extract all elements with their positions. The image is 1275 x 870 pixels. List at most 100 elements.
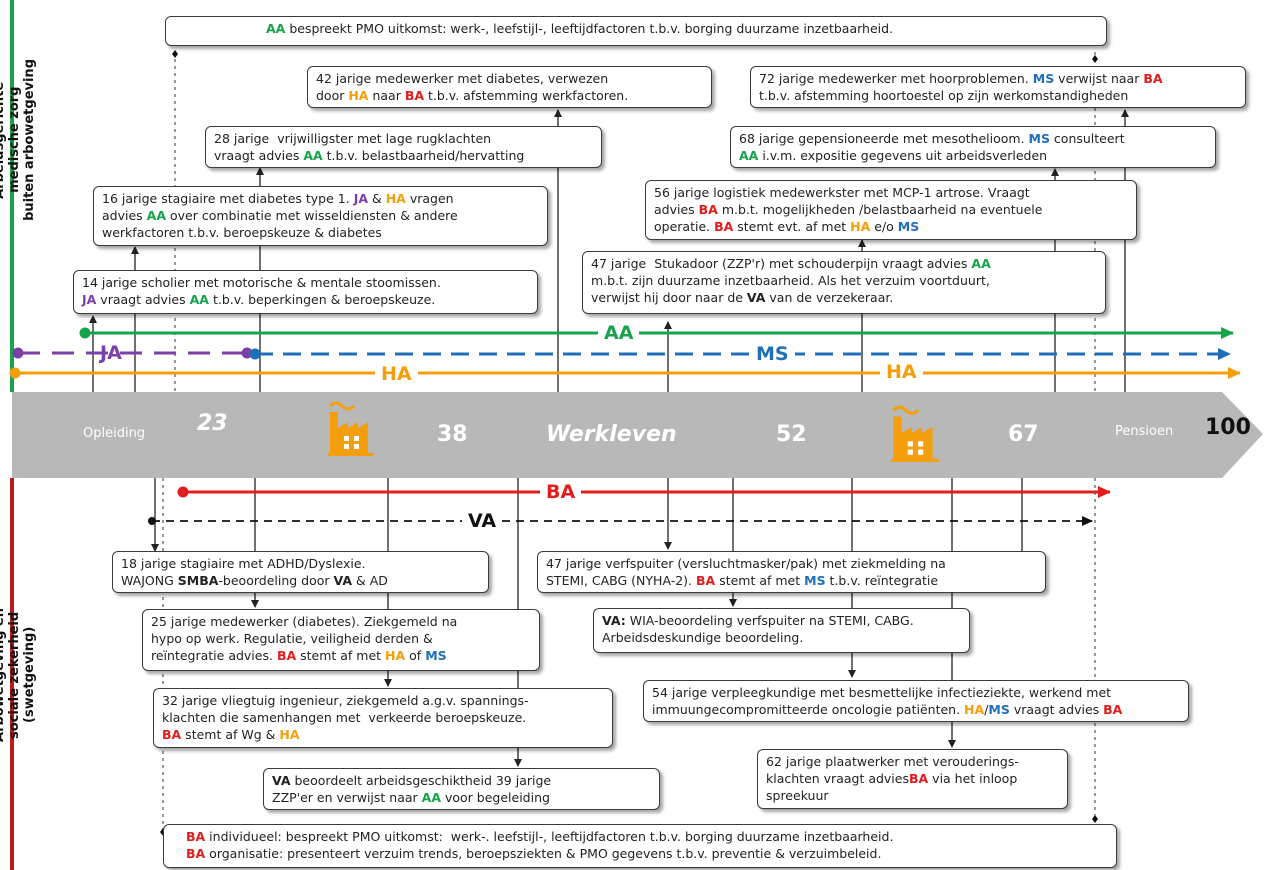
role-tag: HA	[279, 727, 300, 742]
box-text: -beoordeling door	[218, 573, 334, 588]
box-text: e/o	[870, 219, 898, 234]
box-text: beoordeelt arbeidsgeschiktheid 39 jarige	[290, 773, 552, 788]
box-text: WIA-beoordeling verfspuiter na STEMI, CA…	[625, 613, 914, 628]
box-32-ingenieur: 32 jarige vliegtuig ingenieur, ziekgemel…	[153, 688, 613, 748]
box-text-line: door HA naar BA t.b.v. afstemming werkfa…	[316, 87, 703, 104]
role-tag: HA	[385, 648, 406, 663]
box-text-line: 56 jarige logistiek medewerkster met MCP…	[654, 184, 1128, 201]
box-text-line: 54 jarige verpleegkundige met besmetteli…	[652, 684, 1180, 701]
box-text-line: t.b.v. afstemming hoortoestel op zijn we…	[759, 87, 1237, 104]
box-text: 25 jarige medewerker (diabetes). Ziekgem…	[151, 614, 458, 629]
box-text: 54 jarige verpleegkundige met besmetteli…	[652, 685, 1112, 700]
box-text: stemt evt. af met	[733, 219, 851, 234]
box-text: 42 jarige medewerker met diabetes, verwe…	[316, 71, 609, 86]
box-text-line: reïntegratie advies. BA stemt af met HA …	[151, 647, 531, 664]
box-text-line: hypo op werk. Regulatie, veiligheid derd…	[151, 630, 531, 647]
box-28-rugklachten: 28 jarige vrijwilligster met lage rugkla…	[205, 126, 602, 168]
role-tag: MS	[1028, 131, 1050, 146]
box-text-line: 47 jarige verfspuiter (versluchtmasker/p…	[546, 555, 1037, 572]
box-text: immuungecompromitteerde oncologie patiën…	[652, 702, 965, 717]
ha-line-label-2: HA	[880, 361, 923, 383]
role-tag: JA	[82, 292, 97, 307]
box-text-line: immuungecompromitteerde oncologie patiën…	[652, 701, 1180, 718]
box-text: /	[984, 702, 989, 717]
ja-line-label: JA	[100, 342, 122, 364]
timeline-age-38: 38	[437, 422, 468, 447]
box-text: 62 jarige plaatwerker met verouderings-	[766, 754, 1019, 769]
box-text: m.b.t. zijn duurzame inzetbaarheid. Als …	[591, 273, 990, 288]
side-label-top-text: Arbeidsgerichte medische zorg buiten arb…	[0, 59, 37, 221]
box-text: verwijst naar	[1054, 71, 1144, 86]
role-tag: AA	[303, 148, 323, 163]
box-text-line: advies BA m.b.t. mogelijkheden /belastba…	[654, 201, 1128, 218]
box-text: consulteert	[1049, 131, 1125, 146]
box-text: vraagt advies	[1009, 702, 1104, 717]
box-text-line: 42 jarige medewerker met diabetes, verwe…	[316, 70, 703, 87]
box-text: of	[405, 648, 426, 663]
box-text: t.b.v. afstemming hoortoestel op zijn we…	[759, 88, 1129, 103]
box-ba-pmo: BA individueel: bespreekt PMO uitkomst: …	[163, 824, 1117, 868]
box-text: stemt af met	[715, 573, 805, 588]
role-tag: HA	[964, 702, 985, 717]
box-42-diabetes: 42 jarige medewerker met diabetes, verwe…	[307, 66, 712, 108]
box-text-line: STEMI, CABG (NYHA-2). BA stemt af met MS…	[546, 572, 1037, 589]
box-68-mesothelioom: 68 jarige gepensioneerde met mesothelioo…	[730, 126, 1216, 168]
box-47-verfspuiter: 47 jarige verfspuiter (versluchtmasker/p…	[537, 551, 1046, 593]
role-tag: MS	[1032, 71, 1055, 86]
side-label-bottom: Arbowetgeving en sociale zekerheid (swet…	[0, 570, 37, 780]
box-text: individueel: bespreekt PMO uitkomst: wer…	[205, 829, 894, 844]
timeline-opleiding: Opleiding	[83, 426, 146, 441]
box-text-line: spreekuur	[766, 787, 1059, 804]
box-72-hoorproblemen: 72 jarige medewerker met hoorproblemen. …	[750, 66, 1246, 108]
role-tag: BA	[186, 829, 206, 844]
box-text-line: WAJONG SMBA-beoordeling door VA & AD	[121, 572, 480, 589]
box-va-wia: VA: WIA-beoordeling verfspuiter na STEMI…	[593, 608, 970, 653]
role-tag: BA	[696, 573, 716, 588]
box-text: stemt af met	[296, 648, 386, 663]
box-text: t.b.v. beperkingen & beroepskeuze.	[208, 292, 436, 307]
box-text-line: verwijst hij door naar de VA van de verz…	[591, 289, 1097, 306]
box-47-stukadoor: 47 jarige Stukadoor (ZZP'r) met schouder…	[582, 251, 1106, 314]
box-text-line: 68 jarige gepensioneerde met mesothelioo…	[739, 130, 1207, 147]
box-text: vraagt advies	[96, 292, 190, 307]
box-text-line: 18 jarige stagiaire met ADHD/Dyslexie.	[121, 555, 480, 572]
box-text: 72 jarige medewerker met hoorproblemen.	[759, 71, 1033, 86]
box-text: hypo op werk. Regulatie, veiligheid derd…	[151, 631, 433, 646]
box-text: WAJONG	[121, 573, 178, 588]
role-tag: BA	[404, 88, 425, 103]
va-line-label: VA	[462, 510, 503, 532]
role-tag: BA	[186, 846, 206, 861]
role-tag: BA	[1103, 702, 1123, 717]
box-text-line: 47 jarige Stukadoor (ZZP'r) met schouder…	[591, 255, 1097, 272]
role-tag: BA	[276, 648, 297, 663]
box-text-line: werkfactoren t.b.v. beroepskeuze & diabe…	[102, 224, 539, 241]
role-tag: BA	[162, 727, 182, 742]
box-text: organisatie: presenteert verzuim trends,…	[205, 846, 882, 861]
box-text: 47 jarige Stukadoor (ZZP'r) met schouder…	[591, 256, 972, 271]
role-tag: BA	[698, 202, 718, 217]
box-text-line: 62 jarige plaatwerker met verouderings-	[766, 753, 1059, 770]
box-text: klachten vraagt advies	[766, 771, 909, 786]
box-text: stemt af Wg &	[181, 727, 280, 742]
box-text: t.b.v. afstemming werkfactoren.	[424, 88, 629, 103]
box-text: 18 jarige stagiaire met ADHD/Dyslexie.	[121, 556, 366, 571]
ms-line-label: MS	[750, 343, 795, 365]
timeline-pensioen: Pensioen	[1115, 424, 1174, 439]
box-text-line: m.b.t. zijn duurzame inzetbaarheid. Als …	[591, 272, 1097, 289]
box-text: van de verzekeraar.	[765, 290, 894, 305]
box-text: 28 jarige vrijwilligster met lage rugkla…	[214, 131, 492, 146]
box-text: operatie.	[654, 219, 715, 234]
box-text-line: 16 jarige stagiaire met diabetes type 1.…	[102, 190, 539, 207]
box-62-plaatwerker: 62 jarige plaatwerker met verouderings-k…	[757, 749, 1068, 809]
box-56-artrose: 56 jarige logistiek medewerkster met MCP…	[645, 180, 1137, 240]
timeline-age-52: 52	[776, 422, 807, 447]
box-54-verpleegkundige: 54 jarige verpleegkundige met besmetteli…	[643, 680, 1189, 722]
box-text: 47 jarige verfspuiter (versluchtmasker/p…	[546, 556, 946, 571]
role-tag: MS	[988, 702, 1010, 717]
factory-icon	[328, 401, 374, 456]
box-text: Arbeidsdeskundige beoordeling.	[602, 630, 804, 645]
role-tag: VA	[746, 290, 766, 305]
side-bar-green	[10, 0, 14, 392]
box-text: t.b.v. belastbaarheid/hervatting	[322, 148, 525, 163]
box-text: t.b.v. reïntegratie	[825, 573, 939, 588]
